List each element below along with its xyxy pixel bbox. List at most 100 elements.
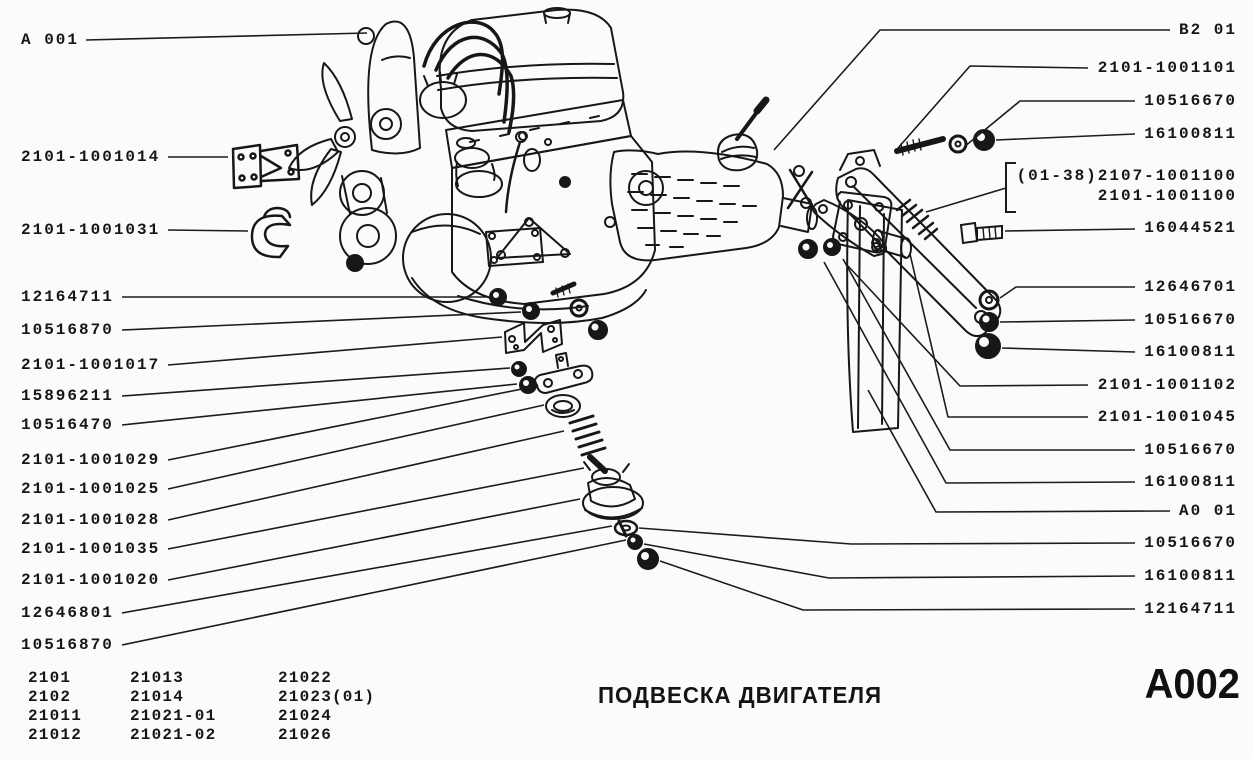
model-code-cell: 21011 (28, 707, 83, 725)
bolt (959, 221, 1003, 245)
sheet-code: A002 (1144, 660, 1240, 707)
gearbox-rib-pattern (627, 173, 757, 248)
dipstick (504, 140, 522, 214)
hardware-parts-right (894, 129, 1003, 359)
cylinder-head (445, 99, 632, 169)
part-number-label: 2101-1001017 (21, 356, 161, 374)
valve-cover (438, 8, 625, 132)
nut (522, 302, 540, 320)
model-code-cell: 21024 (278, 707, 333, 725)
nut (627, 534, 643, 550)
output-flange (786, 165, 814, 210)
nut (489, 288, 507, 306)
distributor (357, 27, 467, 119)
oil-filter (402, 213, 492, 303)
washer (613, 519, 639, 537)
washer (948, 134, 968, 154)
stud-bolt (550, 281, 577, 298)
nut (973, 129, 995, 151)
diagram-caption: ПОДВЕСКА ДВИГАТЕЛЯ (598, 682, 882, 708)
part-number-label: (01-38)2107-1001100 (1016, 167, 1237, 185)
rear-mount-plate (812, 199, 888, 257)
engine-block (451, 135, 656, 305)
rubber-washer (545, 394, 581, 418)
part-number-label: A 001 (21, 31, 80, 49)
part-number-label: 12164711 (21, 288, 114, 306)
pulleys (339, 108, 402, 272)
oil-pan (411, 277, 647, 324)
shift-boot-and-lever (717, 96, 770, 172)
leader-lines-left (85, 32, 627, 646)
part-number-label: 12646701 (1144, 278, 1237, 296)
clamp-part (250, 206, 292, 259)
part-number-label: 16100811 (1144, 473, 1237, 491)
fuel-pump (454, 137, 503, 198)
nut (588, 320, 608, 340)
part-number-label: 15896211 (21, 387, 114, 405)
model-code-cell: 21012 (28, 726, 83, 744)
mount-cushion (582, 461, 644, 538)
crossmember (835, 149, 1002, 337)
spring (568, 414, 607, 457)
rear-mount-parts (798, 149, 1002, 433)
part-number-label: 2101-1001031 (21, 221, 161, 239)
gearbox-illustration (609, 96, 818, 262)
part-number-label: 2101-1001035 (21, 540, 161, 558)
model-code-cell: 21023(01) (278, 688, 376, 706)
gearbox-tail (780, 197, 813, 233)
rear-mount-bushing (872, 229, 912, 259)
model-code-cell: 2101 (28, 669, 72, 687)
part-number-label: 10516670 (1144, 441, 1237, 459)
nut (637, 548, 659, 570)
nut (975, 333, 1001, 359)
part-number-label: 2101-1001020 (21, 571, 161, 589)
mount-bracket (504, 319, 563, 354)
part-number-label: B2 01 (1178, 21, 1237, 39)
part-number-label: 16100811 (1144, 343, 1237, 361)
washer (569, 298, 589, 318)
part-number-label: 2101-1001028 (21, 511, 161, 529)
part-number-label: 10516670 (1144, 534, 1237, 552)
rear-mount-nuts (798, 238, 841, 259)
nut (511, 361, 527, 377)
part-number-label: 10516870 (21, 321, 114, 339)
part-number-label: A0 01 (1178, 502, 1237, 520)
part-number-label: 2101-1001045 (1097, 408, 1237, 426)
spark-plug-wires (422, 20, 516, 134)
part-number-label: 2101-1001101 (1097, 59, 1237, 77)
engine-illustration (288, 7, 664, 324)
part-number-label: 2101-1001100 (1097, 187, 1237, 205)
part-number-label: 16100811 (1144, 125, 1237, 143)
leader-lines-right (638, 29, 1171, 611)
model-code-cell: 21021-02 (130, 726, 217, 744)
model-code-cell: 21022 (278, 669, 333, 687)
part-number-label: 2101-1001029 (21, 451, 161, 469)
part-number-label: 10516670 (1144, 311, 1237, 329)
part-number-label: 10516870 (21, 636, 114, 654)
engine-bracket-part (231, 143, 301, 190)
front-mount-parts (489, 281, 659, 570)
intake-snorkel (367, 20, 421, 155)
part-number-label: 10516670 (1144, 92, 1237, 110)
nut (979, 312, 999, 332)
nut (519, 376, 537, 394)
part-number-label: 2101-1001102 (1097, 376, 1237, 394)
part-number-label: 16044521 (1144, 219, 1237, 237)
model-code-cell: 21021-01 (130, 707, 217, 725)
washer (978, 289, 1000, 311)
part-number-label: 12164711 (1144, 600, 1237, 618)
rubber-pad-hatching (895, 198, 939, 241)
model-code-cell: 2102 (28, 688, 72, 706)
model-code-cell: 21026 (278, 726, 333, 744)
stud-bolt (894, 136, 946, 156)
cooling-fan (288, 62, 356, 206)
part-number-label: 10516470 (21, 416, 114, 434)
part-number-label: 2101-1001014 (21, 148, 161, 166)
part-number-label: 12646801 (21, 604, 114, 622)
model-code-cell: 21014 (130, 688, 185, 706)
model-code-cell: 21013 (130, 669, 185, 687)
mount-plate (534, 352, 594, 394)
group-bracket-mark (1005, 162, 1016, 213)
